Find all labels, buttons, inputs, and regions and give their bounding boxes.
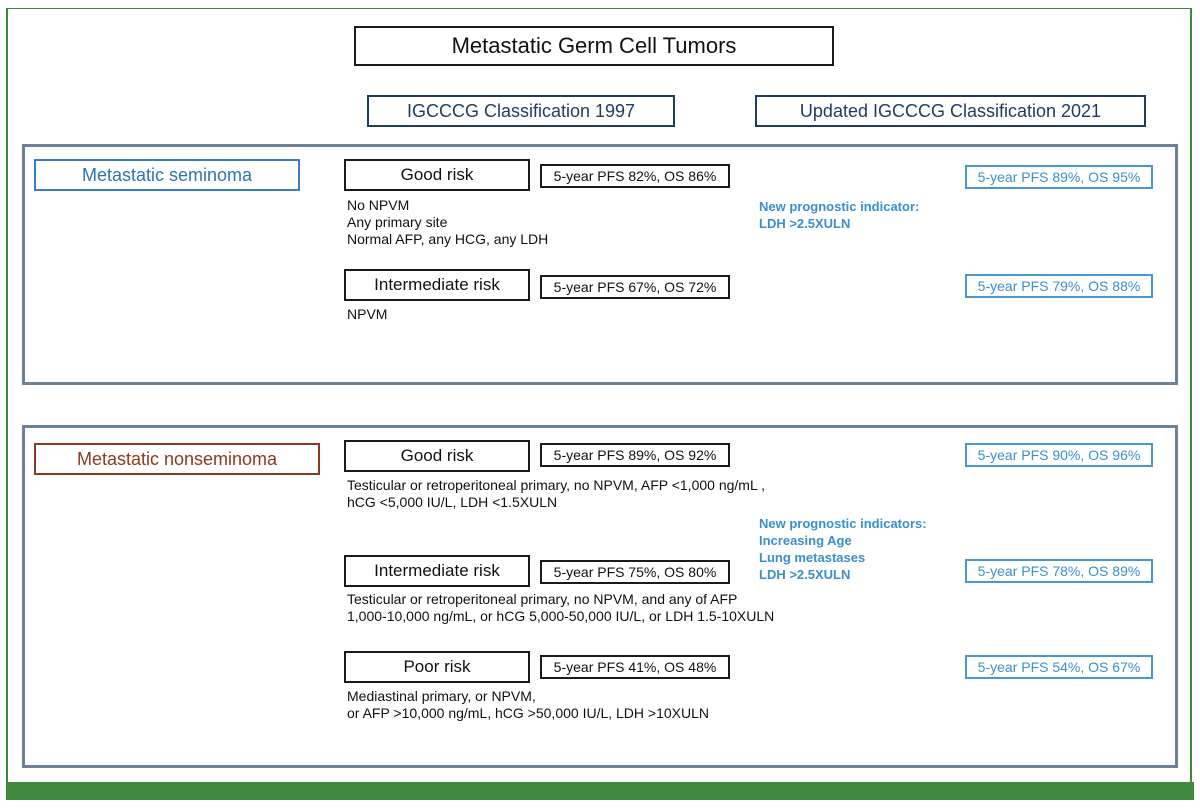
indicator-line: Increasing Age xyxy=(759,533,852,548)
indicator-line: LDH >2.5XULN xyxy=(759,567,851,582)
indicator-line: Lung metastases xyxy=(759,550,866,565)
diagram-title: Metastatic Germ Cell Tumors xyxy=(354,26,834,66)
nonseminoma-poor-risk: Poor risk xyxy=(344,651,530,683)
nonseminoma-good-outcome-1997: 5-year PFS 89%, OS 92% xyxy=(540,443,730,467)
criteria-line: Any primary site xyxy=(347,214,448,230)
nonseminoma-intermediate-criteria: Testicular or retroperitoneal primary, n… xyxy=(347,591,774,625)
nonseminoma-good-criteria: Testicular or retroperitoneal primary, n… xyxy=(347,477,765,511)
nonseminoma-intermediate-risk: Intermediate risk xyxy=(344,555,530,587)
outer-frame xyxy=(6,8,1192,784)
criteria-line: Testicular or retroperitoneal primary, n… xyxy=(347,477,765,493)
nonseminoma-good-outcome-2021: 5-year PFS 90%, OS 96% xyxy=(965,443,1153,467)
nonseminoma-poor-outcome-2021: 5-year PFS 54%, OS 67% xyxy=(965,655,1153,679)
seminoma-good-criteria: No NPVM Any primary site Normal AFP, any… xyxy=(347,197,548,248)
seminoma-intermediate-outcome-1997: 5-year PFS 67%, OS 72% xyxy=(540,275,730,299)
seminoma-good-risk: Good risk xyxy=(344,159,530,191)
bottom-accent-bar xyxy=(6,782,1194,800)
criteria-line: hCG <5,000 IU/L, LDH <1.5XULN xyxy=(347,494,558,510)
seminoma-section xyxy=(22,144,1178,385)
nonseminoma-category: Metastatic nonseminoma xyxy=(34,443,320,475)
criteria-line: or AFP >10,000 ng/mL, hCG >50,000 IU/L, … xyxy=(347,705,710,721)
nonseminoma-poor-criteria: Mediastinal primary, or NPVM, or AFP >10… xyxy=(347,688,709,722)
criteria-line: No NPVM xyxy=(347,197,410,213)
seminoma-intermediate-risk: Intermediate risk xyxy=(344,269,530,301)
criteria-line: Normal AFP, any HCG, any LDH xyxy=(347,231,549,247)
seminoma-new-indicator: New prognostic indicator: LDH >2.5XULN xyxy=(759,198,919,232)
nonseminoma-section xyxy=(22,425,1178,768)
nonseminoma-intermediate-outcome-2021: 5-year PFS 78%, OS 89% xyxy=(965,559,1153,583)
nonseminoma-new-indicators: New prognostic indicators: Increasing Ag… xyxy=(759,515,927,583)
criteria-line: 1,000-10,000 ng/mL, or hCG 5,000-50,000 … xyxy=(347,608,775,624)
seminoma-intermediate-criteria: NPVM xyxy=(347,306,387,323)
header-1997: IGCCCG Classification 1997 xyxy=(367,95,675,127)
criteria-line: Testicular or retroperitoneal primary, n… xyxy=(347,591,738,607)
nonseminoma-intermediate-outcome-1997: 5-year PFS 75%, OS 80% xyxy=(540,560,730,584)
header-2021: Updated IGCCCG Classification 2021 xyxy=(755,95,1146,127)
seminoma-good-outcome-2021: 5-year PFS 89%, OS 95% xyxy=(965,165,1153,189)
indicator-line: LDH >2.5XULN xyxy=(759,216,851,231)
indicator-line: New prognostic indicators: xyxy=(759,516,927,531)
nonseminoma-poor-outcome-1997: 5-year PFS 41%, OS 48% xyxy=(540,655,730,679)
criteria-line: Mediastinal primary, or NPVM, xyxy=(347,688,536,704)
seminoma-intermediate-outcome-2021: 5-year PFS 79%, OS 88% xyxy=(965,274,1153,298)
criteria-line: NPVM xyxy=(347,306,388,322)
nonseminoma-good-risk: Good risk xyxy=(344,440,530,472)
indicator-line: New prognostic indicator: xyxy=(759,199,920,214)
seminoma-category: Metastatic seminoma xyxy=(34,159,300,191)
seminoma-good-outcome-1997: 5-year PFS 82%, OS 86% xyxy=(540,164,730,188)
